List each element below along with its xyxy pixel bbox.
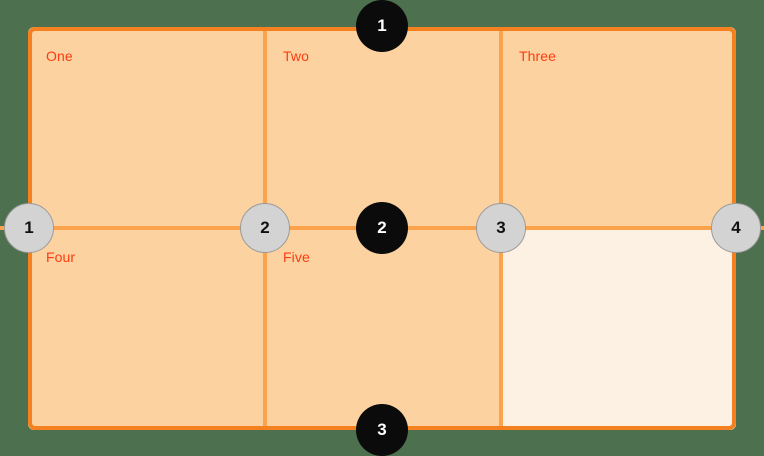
- center-anchor-badge-2[interactable]: 2: [356, 202, 408, 254]
- column-anchor-badge-1[interactable]: 1: [4, 203, 54, 253]
- grid-cell[interactable]: [265, 27, 501, 228]
- grid-cell-label: One: [46, 48, 73, 64]
- grid-cell[interactable]: [28, 27, 265, 228]
- grid-cell[interactable]: [265, 228, 501, 430]
- grid-cell-label: Four: [46, 249, 76, 265]
- grid-cell[interactable]: [501, 228, 736, 430]
- column-anchor-badge-3[interactable]: 3: [476, 203, 526, 253]
- grid-cell[interactable]: [501, 27, 736, 228]
- grid-cell-label: Two: [283, 48, 309, 64]
- column-anchor-badge-4[interactable]: 4: [711, 203, 761, 253]
- center-anchor-badge-1[interactable]: 1: [356, 0, 408, 52]
- grid-cell[interactable]: [28, 228, 265, 430]
- grid-cell-label: Three: [519, 48, 557, 64]
- center-anchor-badge-3[interactable]: 3: [356, 404, 408, 456]
- column-anchor-badge-2[interactable]: 2: [240, 203, 290, 253]
- grid-cell-label: Five: [283, 249, 310, 265]
